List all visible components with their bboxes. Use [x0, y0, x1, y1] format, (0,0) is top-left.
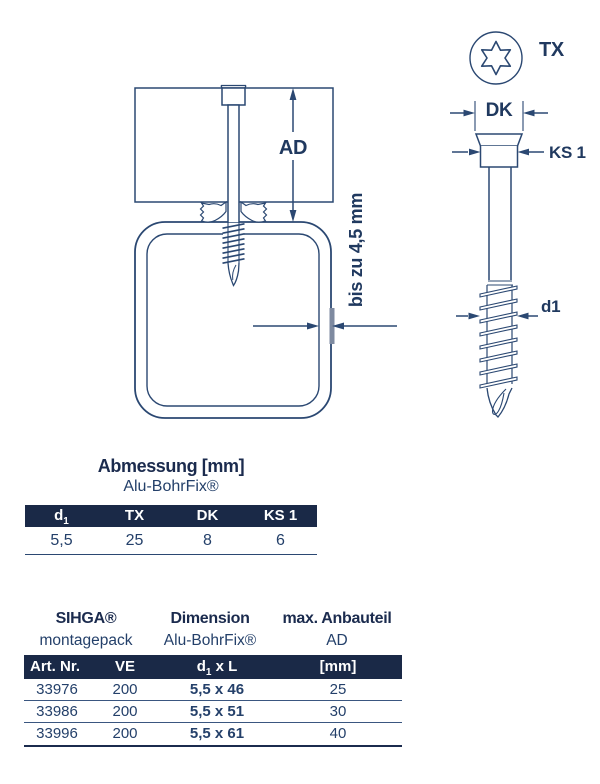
group-dimension: Dimension Alu-BohrFix®: [163, 610, 257, 649]
header-d1: d1: [54, 507, 69, 527]
wall-thickness-dimension: [253, 308, 397, 344]
d1-dimension: [456, 312, 538, 320]
value-tx: 25: [125, 532, 144, 549]
dk-label: DK: [486, 100, 513, 121]
cell-ad: 25: [329, 681, 347, 698]
d1-label: d1: [541, 297, 560, 316]
cell-ve: 200: [112, 703, 138, 720]
order-table: SIHGA® montagepack Dimension Alu-BohrFix…: [24, 607, 402, 747]
ad-dimension: [289, 88, 297, 222]
technical-drawing: TX: [134, 31, 586, 419]
abmessung-table: Abmessung [mm] Alu-BohrFix® d1 TX DK KS …: [25, 456, 317, 555]
order-table-header-row: Art. Nr. VE d1 x L [mm]: [24, 655, 402, 679]
ad-label: AD: [279, 137, 307, 159]
header-mm: [mm]: [319, 658, 357, 675]
screw-side-view: [474, 133, 524, 418]
header-ve: VE: [114, 658, 135, 675]
cell-dimension: 5,5 x 51: [189, 703, 245, 720]
tx-drive-icon: [469, 31, 523, 85]
tx-label: TX: [539, 39, 565, 61]
table-row: 33976 200 5,5 x 46 25: [24, 679, 402, 701]
abmessung-subtitle: Alu-BohrFix®: [123, 478, 219, 495]
ks1-dimension: [452, 148, 544, 156]
cell-art-nr: 33996: [36, 725, 78, 742]
header-art-nr: Art. Nr.: [30, 658, 81, 675]
abmessung-header-row: d1 TX DK KS 1: [25, 505, 317, 527]
cell-dimension: 5,5 x 46: [189, 681, 245, 698]
abmessung-title: Abmessung [mm]: [97, 456, 245, 476]
header-dk: DK: [196, 507, 219, 524]
value-ks1: 6: [276, 532, 285, 549]
group-sihga: SIHGA® montagepack: [39, 610, 133, 649]
screw-front-view: [220, 84, 247, 287]
value-dk: 8: [203, 532, 212, 549]
cell-ve: 200: [112, 681, 138, 698]
wall-dimension-label: bis zu 4,5 mm: [346, 193, 366, 307]
dk-dimension: [450, 101, 548, 131]
cell-ad: 30: [329, 703, 347, 720]
header-ks1: KS 1: [263, 507, 298, 524]
ks1-label: KS 1: [549, 143, 586, 162]
header-d1xl: d1 x L: [196, 658, 238, 678]
cell-art-nr: 33986: [36, 703, 78, 720]
drill-chips: [199, 200, 268, 223]
value-d1: 5,5: [50, 532, 73, 549]
cell-dimension: 5,5 x 61: [189, 725, 245, 742]
header-tx: TX: [124, 507, 145, 524]
table-row: 33986 200 5,5 x 51 30: [24, 701, 402, 723]
table-row: 33996 200 5,5 x 61 40: [24, 723, 402, 747]
cell-ad: 40: [329, 725, 347, 742]
cell-ve: 200: [112, 725, 138, 742]
order-table-group-headers: SIHGA® montagepack Dimension Alu-BohrFix…: [24, 607, 402, 655]
cell-art-nr: 33976: [36, 681, 78, 698]
group-max-anbauteil: max. Anbauteil AD: [282, 610, 392, 649]
abmessung-value-row: 5,5 25 8 6: [25, 527, 317, 555]
